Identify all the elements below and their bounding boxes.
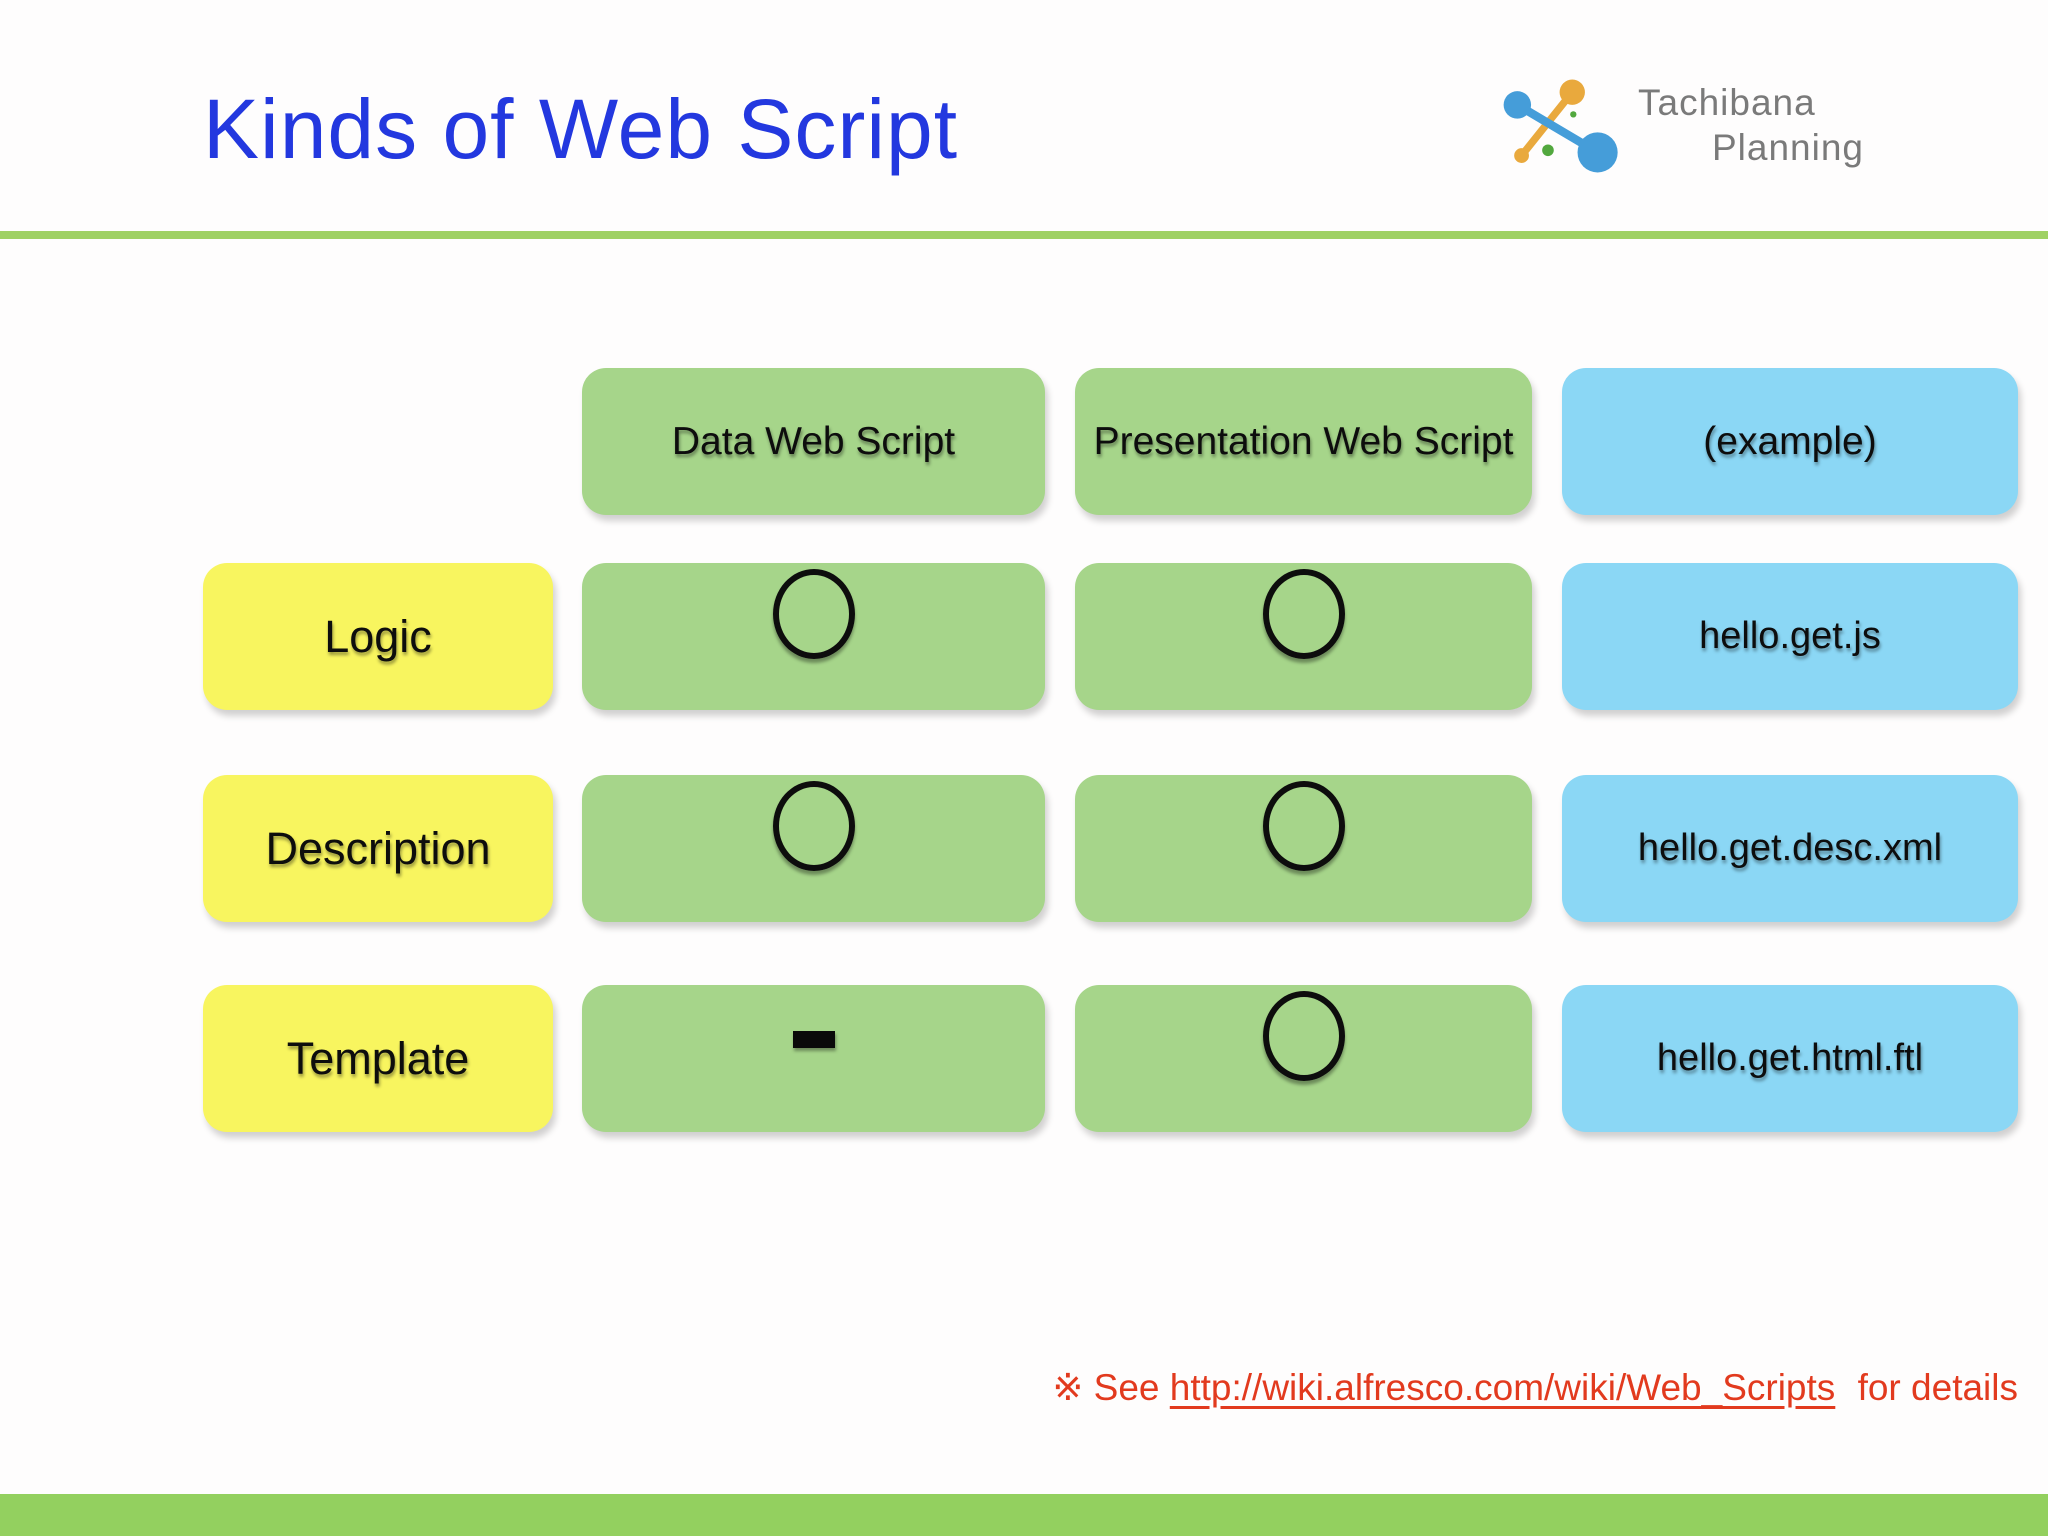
footnote-suffix: for details	[1847, 1367, 2018, 1408]
circle-mark-icon	[772, 781, 855, 871]
example-filename: hello.get.js	[1699, 615, 1881, 657]
footnote-prefix: ※ See	[1052, 1367, 1170, 1408]
cell-template-example: hello.get.html.ftl	[1562, 985, 2018, 1132]
circle-mark-icon	[772, 569, 855, 659]
column-header-label: (example)	[1703, 419, 1877, 463]
example-filename: hello.get.desc.xml	[1637, 827, 1943, 869]
page-title: Kinds of Web Script	[203, 82, 959, 176]
cell-description-data-web-script	[582, 775, 1045, 922]
column-header-label: Data Web Script	[671, 419, 956, 463]
column-header-data-web-script: Data Web Script	[582, 368, 1045, 515]
column-header-example: (example)	[1562, 368, 2018, 515]
row-label-description: Description	[203, 775, 553, 922]
circle-mark-icon	[1262, 991, 1345, 1081]
bottom-bar	[0, 1494, 2048, 1536]
column-header-label: Presentation Web Script	[1093, 419, 1514, 463]
logo-wordmark: Tachibana Planning	[1638, 80, 1864, 170]
footnote: ※ See http://wiki.alfresco.com/wiki/Web_…	[1052, 1362, 2018, 1414]
logo-line1: Tachibana	[1638, 82, 1816, 123]
cell-description-presentation-web-script	[1075, 775, 1532, 922]
title-divider	[0, 231, 2048, 239]
logo-line2: Planning	[1712, 127, 1865, 168]
wiki-link[interactable]: http://wiki.alfresco.com/wiki/Web_Script…	[1169, 1367, 1836, 1408]
logo-network-icon	[1503, 79, 1618, 173]
row-label: Description	[265, 822, 491, 874]
logo: Tachibana Planning	[1492, 66, 1892, 191]
cell-template-presentation-web-script	[1075, 985, 1532, 1132]
cell-logic-data-web-script	[582, 563, 1045, 710]
example-filename: hello.get.html.ftl	[1656, 1037, 1924, 1079]
row-label-logic: Logic	[203, 563, 553, 710]
circle-mark-icon	[1262, 569, 1345, 659]
cell-description-example: hello.get.desc.xml	[1562, 775, 2018, 922]
dash-mark-icon	[792, 1031, 835, 1048]
cell-template-data-web-script	[582, 985, 1045, 1132]
circle-mark-icon	[1262, 781, 1345, 871]
cell-logic-example: hello.get.js	[1562, 563, 2018, 710]
cell-logic-presentation-web-script	[1075, 563, 1532, 710]
row-label: Template	[286, 1032, 470, 1084]
column-header-presentation-web-script: Presentation Web Script	[1075, 368, 1532, 515]
row-label-template: Template	[203, 985, 553, 1132]
row-label: Logic	[324, 610, 432, 662]
